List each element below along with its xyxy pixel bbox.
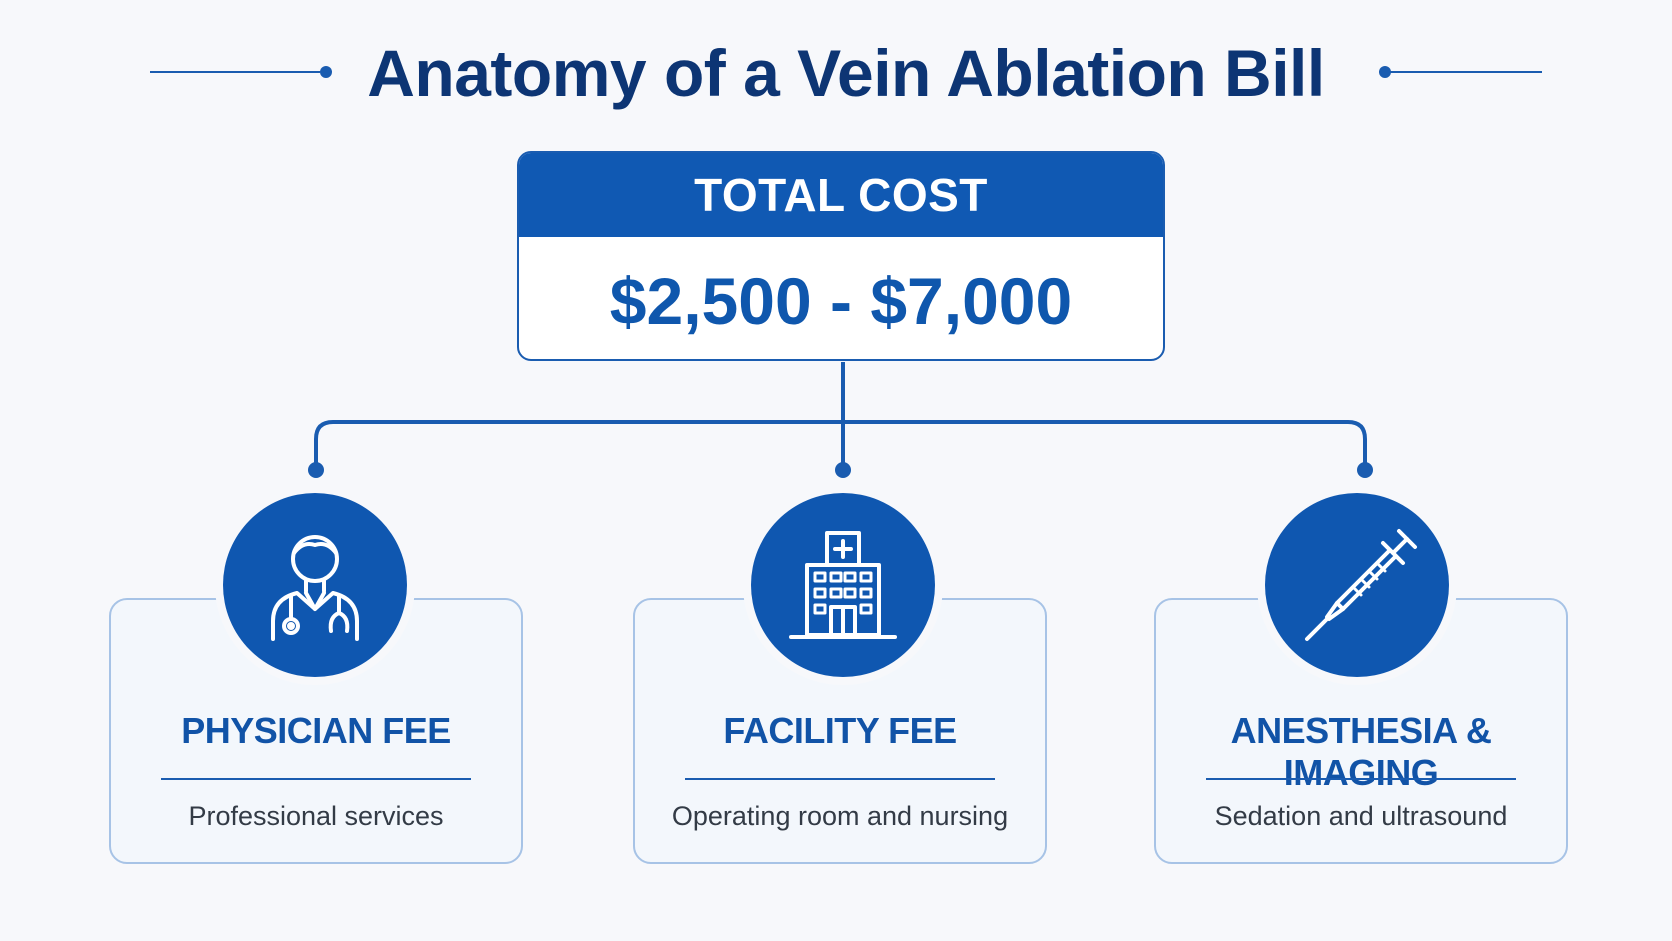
physician-icon-badge (223, 493, 407, 677)
hospital-icon (789, 531, 897, 639)
card-description: Professional services (188, 801, 444, 831)
facility-fee-card: FACILITY FEE Operating room and nursing (633, 598, 1047, 864)
total-cost-label: TOTAL COST (519, 153, 1163, 237)
physician-icon (271, 535, 359, 641)
title-decor-dot-left (320, 66, 332, 78)
connector-branch-right (843, 420, 1367, 468)
title-decor-dot-right (1379, 66, 1391, 78)
card-title: PHYSICIAN FEE (181, 710, 451, 751)
connector-dot-center (835, 462, 851, 478)
title-decor-line-right (1390, 71, 1542, 73)
physician-fee-card: PHYSICIAN FEE Professional services (109, 598, 523, 864)
card-title: ANESTHESIA & IMAGING (1230, 710, 1492, 793)
title-row: Anatomy of a Vein Ablation Bill (0, 30, 1672, 116)
page-title: Anatomy of a Vein Ablation Bill (367, 36, 1325, 110)
connector-dot-right (1357, 462, 1373, 478)
card-description: Sedation and ultrasound (1214, 801, 1508, 831)
title-decor-line-left (150, 71, 320, 73)
card-divider (685, 778, 995, 780)
syringe-icon (1305, 529, 1417, 641)
anesthesia-imaging-card: ANESTHESIA & IMAGING Sedation and ultras… (1154, 598, 1568, 864)
card-description: Operating room and nursing (671, 801, 1009, 831)
total-cost-box: TOTAL COST $2,500 - $7,000 (517, 151, 1165, 361)
connector-branch-left (314, 420, 843, 468)
connector-dot-left (308, 462, 324, 478)
hospital-icon-badge (751, 493, 935, 677)
card-title: FACILITY FEE (723, 710, 957, 751)
card-divider (161, 778, 471, 780)
card-divider (1206, 778, 1516, 780)
total-cost-value: $2,500 - $7,000 (609, 264, 1073, 338)
syringe-icon-badge (1265, 493, 1449, 677)
